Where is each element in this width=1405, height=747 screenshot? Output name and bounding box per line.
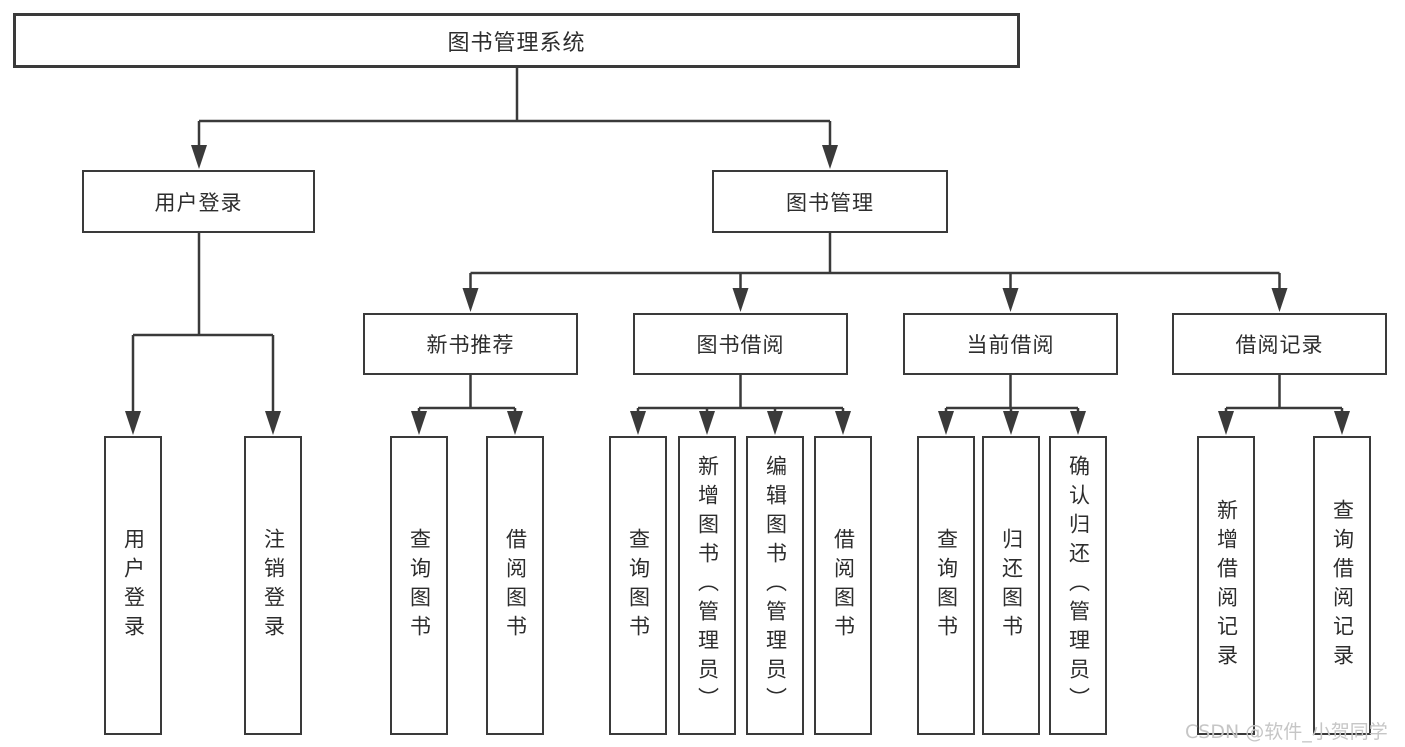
- leaf-borrow-query-books-label: 查询图书: [626, 527, 651, 644]
- node-current-borrow-label: 当前借阅: [966, 333, 1055, 357]
- leaf-records-query-record-label: 查询借阅记录: [1330, 498, 1355, 673]
- connector-root-to-level2: [191, 68, 838, 169]
- leaf-borrow-edit-books-admin-label: 编辑图书（管理员）: [763, 455, 788, 716]
- leaf-recommend-query-books: 查询图书: [390, 436, 448, 735]
- leaf-current-return-books-label: 归还图书: [999, 527, 1024, 644]
- leaf-borrow-borrow-books: 借阅图书: [814, 436, 872, 735]
- connector-recommend-to-leaves: [411, 375, 523, 435]
- leaf-recommend-borrow-books: 借阅图书: [486, 436, 544, 735]
- node-root-label: 图书管理系统: [447, 30, 586, 56]
- leaf-logout-label: 注销登录: [261, 527, 286, 644]
- leaf-recommend-borrow-books-label: 借阅图书: [503, 527, 528, 644]
- leaf-borrow-edit-books-admin: 编辑图书（管理员）: [746, 436, 804, 735]
- leaf-current-confirm-return-admin: 确认归还（管理员）: [1049, 436, 1107, 735]
- node-user-login-label: 用户登录: [154, 190, 243, 215]
- connector-bookmgmt-to-level3: [462, 233, 1288, 312]
- leaf-recommend-query-books-label: 查询图书: [407, 527, 432, 644]
- node-borrow-records: 借阅记录: [1172, 313, 1387, 375]
- leaf-borrow-add-books-admin: 新增图书（管理员）: [678, 436, 736, 735]
- leaf-current-confirm-return-admin-label: 确认归还（管理员）: [1066, 455, 1091, 716]
- connector-borrow-to-leaves: [630, 375, 851, 435]
- leaf-records-add-record: 新增借阅记录: [1197, 436, 1255, 735]
- leaf-records-add-record-label: 新增借阅记录: [1214, 498, 1239, 673]
- leaf-logout: 注销登录: [244, 436, 302, 735]
- node-new-book-recommend: 新书推荐: [363, 313, 578, 375]
- node-book-borrow: 图书借阅: [633, 313, 848, 375]
- node-book-borrow-label: 图书借阅: [696, 333, 785, 357]
- connector-records-to-leaves: [1218, 375, 1350, 435]
- node-user-login: 用户登录: [82, 170, 315, 233]
- leaf-borrow-add-books-admin-label: 新增图书（管理员）: [695, 455, 720, 716]
- node-root: 图书管理系统: [13, 13, 1020, 68]
- node-book-management-label: 图书管理: [786, 190, 874, 215]
- node-new-book-recommend-label: 新书推荐: [426, 333, 515, 357]
- leaf-borrow-borrow-books-label: 借阅图书: [831, 527, 856, 644]
- connector-userlogin-to-leaves: [125, 233, 281, 435]
- leaf-records-query-record: 查询借阅记录: [1313, 436, 1371, 735]
- leaf-user-login: 用户登录: [104, 436, 162, 735]
- leaf-current-return-books: 归还图书: [982, 436, 1040, 735]
- leaf-current-query-books: 查询图书: [917, 436, 975, 735]
- node-current-borrow: 当前借阅: [903, 313, 1118, 375]
- leaf-borrow-query-books: 查询图书: [609, 436, 667, 735]
- csdn-watermark: CSDN @软件_小贺同学: [1185, 721, 1388, 743]
- node-borrow-records-label: 借阅记录: [1235, 333, 1324, 357]
- node-book-management: 图书管理: [712, 170, 948, 233]
- leaf-current-query-books-label: 查询图书: [934, 527, 959, 644]
- connector-current-to-leaves: [938, 375, 1086, 435]
- leaf-user-login-label: 用户登录: [121, 527, 146, 644]
